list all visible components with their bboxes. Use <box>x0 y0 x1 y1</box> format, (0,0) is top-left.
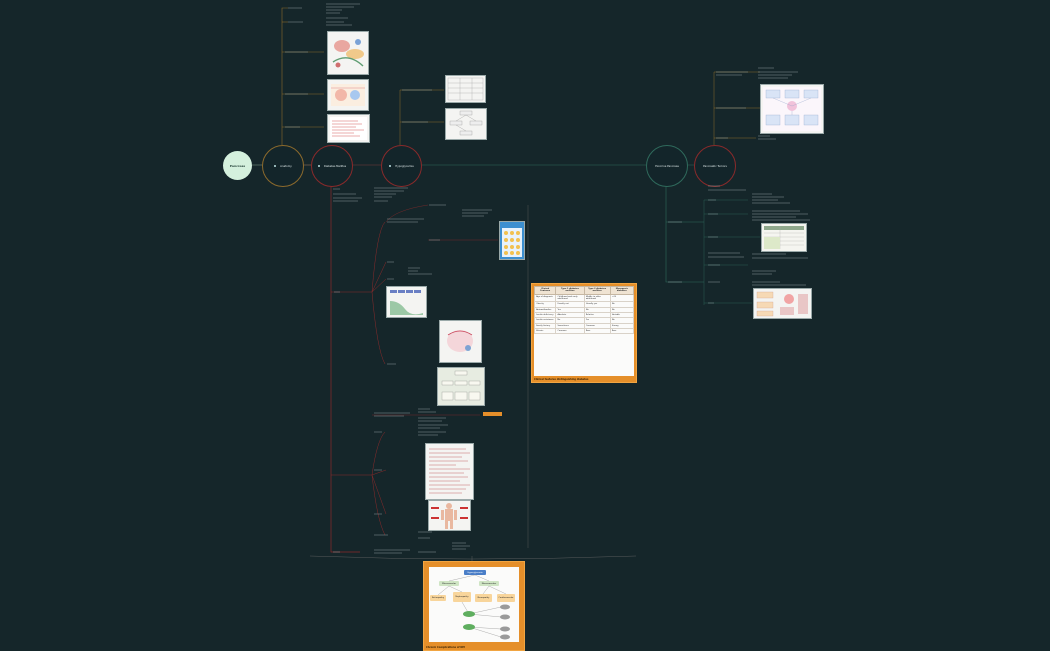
table-cell: Childhood and early adulthood <box>555 293 585 303</box>
complications-caption: Chronic Complications of DM <box>426 646 465 649</box>
hub-label: Pancreatic Tumors <box>703 164 727 168</box>
table-cell: Rare <box>583 327 611 335</box>
hub-label: Diabetes Mellitus <box>323 164 347 168</box>
enzyme-table-illustration <box>764 226 804 249</box>
highlight-tag[interactable] <box>483 412 502 416</box>
table-header: Type 2 diabetes mellitus <box>583 286 611 295</box>
complications-card[interactable]: Hyperglycemia Microvascular Macrovascula… <box>423 561 525 651</box>
root-label: Pancreas <box>229 163 246 168</box>
thumb-pathogenesis[interactable] <box>439 320 482 363</box>
curve-illustration <box>390 290 423 315</box>
thumb-enzyme-table[interactable] <box>761 223 807 252</box>
tumor-pathway-illustration <box>763 87 821 131</box>
flow-illustration <box>449 110 483 136</box>
thumb-insulin-curve[interactable] <box>386 286 427 318</box>
flow-connectors <box>437 574 510 640</box>
table-cell: <25 <box>609 293 635 303</box>
table-cell: Ketosis <box>533 327 557 335</box>
thumb-anatomy-diagram[interactable] <box>327 31 369 75</box>
hub-dot-icon <box>317 165 320 167</box>
flow-node-left: Retinopathy <box>430 595 446 601</box>
table-header: Clinical Features <box>533 286 557 295</box>
hub-diabetes[interactable]: Diabetes Mellitus <box>311 145 353 187</box>
thumb-hormone-notes[interactable] <box>327 114 370 143</box>
hub-exocrine[interactable]: Exocrine Pancreas <box>646 145 688 187</box>
thumb-hypoglycemia-flow[interactable] <box>445 108 487 140</box>
table-header: Monogenic diabetes <box>609 286 635 295</box>
complications-notes-illustration <box>429 448 470 494</box>
comparison-caption: Clinical features distinguishing diabete… <box>534 378 589 381</box>
pathogenesis-illustration <box>447 330 473 352</box>
table-cell: Common <box>555 327 585 335</box>
table-header: Type 1 diabetes mellitus <box>555 286 585 295</box>
thumb-body-diagram[interactable] <box>428 500 471 531</box>
table-cell: Rare <box>609 327 635 335</box>
flow-node-top: Hyperglycemia <box>464 570 486 575</box>
hub-label: Anatomy <box>280 164 292 168</box>
root-node[interactable]: Pancreas <box>223 151 252 180</box>
thumb-classification[interactable] <box>437 367 485 406</box>
thumb-hypoglycemia-table[interactable] <box>445 75 486 103</box>
table-cell: Middle to older adulthood <box>583 293 611 303</box>
hub-dot-icon <box>389 165 392 167</box>
islet-illustration <box>331 84 365 106</box>
hub-label: Exocrine Pancreas <box>655 164 679 168</box>
hub-dot-icon <box>274 165 277 167</box>
classification-illustration <box>441 370 481 401</box>
table-cell: Age of diagnosis <box>533 293 557 303</box>
table-illustration <box>447 77 484 101</box>
thumb-drug-chart[interactable] <box>499 221 525 260</box>
thumb-islet-diagram[interactable] <box>327 79 369 111</box>
flow-node-mid-left: Microvascular <box>439 581 459 586</box>
flow-node-right-a: Neuropathy <box>475 594 492 602</box>
hub-anatomy[interactable]: Anatomy <box>262 145 304 187</box>
notes-illustration <box>330 117 367 140</box>
hub-tumors[interactable]: Pancreatic Tumors <box>694 145 736 187</box>
thumb-tumor-pathway[interactable] <box>760 84 824 134</box>
pancreatitis-illustration <box>756 291 808 317</box>
thumb-pancreatitis-flow[interactable] <box>753 288 812 319</box>
flow-node-right-b: Cardiovascular <box>497 594 515 602</box>
hub-hypoglycemia[interactable]: Hypoglycemia <box>381 145 422 187</box>
drug-illustration <box>502 228 522 257</box>
thumb-complications-notes[interactable] <box>425 443 474 500</box>
comparison-card[interactable]: Clinical Features Type 1 diabetes mellit… <box>531 283 637 383</box>
flow-node-mid-right: Macrovascular <box>479 581 499 586</box>
hub-label: Hypoglycemia <box>395 164 414 168</box>
comparison-table: Clinical Features Type 1 diabetes mellit… <box>533 286 635 335</box>
flow-node-center: Nephropathy <box>453 592 471 602</box>
anatomy-illustration <box>332 39 364 68</box>
body-illustration <box>431 503 468 529</box>
